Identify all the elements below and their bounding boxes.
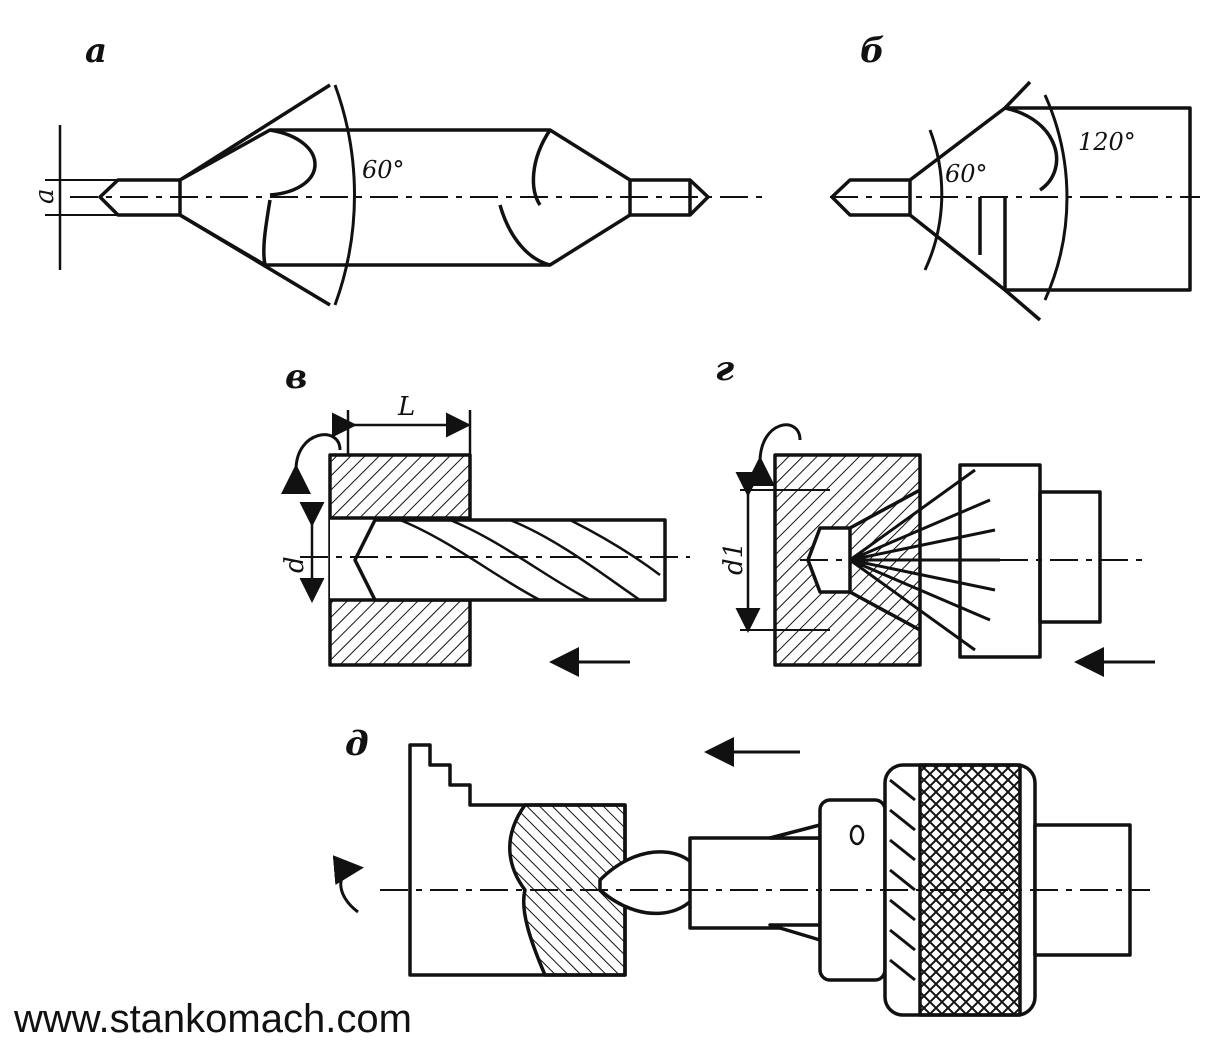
angle-b-120: 120° [1078,128,1136,156]
watermark-text: www.stankomach.com [13,997,412,1039]
label-figure-b: б [860,31,885,71]
dimension-a: а [30,188,60,204]
dimension-d: d [280,556,310,573]
angle-b-60: 60° [945,160,988,188]
dimension-L: L [397,392,415,422]
label-figure-a: а [85,31,107,71]
label-figure-d: д [345,724,369,764]
figure-g-countersinking [735,423,1155,677]
figure-a-center-drill [45,83,770,307]
figure-b-center-drill-120 [830,80,1200,322]
figure-v-drilling [280,410,690,677]
dimension-d1: d1 [719,542,749,575]
label-figure-g: г [715,349,734,389]
label-figure-v: в [285,357,307,397]
angle-a-60: 60° [362,156,405,184]
figure-d-lathe-centering [332,737,1150,1017]
